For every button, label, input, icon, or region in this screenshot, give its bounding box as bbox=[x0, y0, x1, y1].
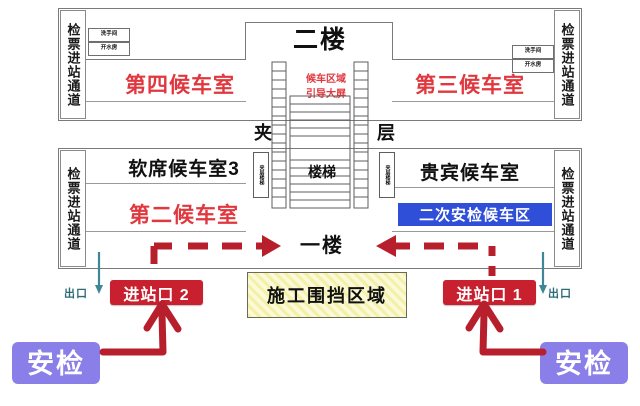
exit-label-right: 出口 bbox=[548, 288, 572, 300]
stair-core-graphic bbox=[271, 61, 369, 209]
room-soft-seat-3: 软席候车室3 bbox=[128, 158, 240, 180]
corridor-bottom-right-label: 检票进站通道 bbox=[559, 166, 575, 251]
wall-under-vip bbox=[392, 187, 554, 188]
room-second-security-zone-wrap: 二次安检候车区 bbox=[398, 203, 552, 226]
mezzanine-stair-right-box: 夹层楼梯 bbox=[379, 152, 395, 198]
mezzanine-stair-left-label: 夹层楼梯 bbox=[258, 165, 265, 185]
corridor-top-right-box: 检票进站通道 bbox=[554, 10, 580, 119]
restroom-top-left: 洗手间 bbox=[88, 28, 130, 42]
guidance-screen-line-2: 引导大屏 bbox=[306, 89, 346, 100]
guidance-screen-line-1: 候车区域 bbox=[306, 74, 346, 85]
mezzanine-stair-left-box: 夹层楼梯 bbox=[253, 152, 269, 198]
room-waiting-3: 第三候车室 bbox=[415, 74, 525, 97]
room-second-security-zone: 二次安检候车区 bbox=[398, 203, 552, 226]
security-check-left[interactable]: 安检 bbox=[12, 342, 100, 384]
wall-under-waiting2 bbox=[86, 231, 246, 232]
corridor-bottom-right-box: 检票进站通道 bbox=[554, 150, 580, 267]
mezzanine-label-right: 层 bbox=[377, 123, 397, 143]
restroom-top-right: 洗手间 bbox=[512, 45, 554, 59]
wall-2f-top-inner-mid bbox=[245, 22, 393, 23]
wall-under-security-zone bbox=[392, 231, 554, 232]
wall-2f-top-inner-left bbox=[86, 59, 246, 60]
corridor-bottom-left-box: 检票进站通道 bbox=[60, 150, 86, 267]
wall-2f-vert-left bbox=[245, 22, 246, 60]
corridor-top-right-label: 检票进站通道 bbox=[559, 22, 575, 107]
flow-arrow-right bbox=[376, 235, 496, 276]
flow-arrow-left bbox=[150, 235, 281, 264]
mezzanine-stair-right-label: 夹层楼梯 bbox=[384, 165, 391, 185]
route-arrow-right-security-to-entrance bbox=[465, 300, 547, 356]
room-waiting-2: 第二候车室 bbox=[129, 204, 239, 227]
entrance-1-chip[interactable]: 进站口 1 bbox=[443, 280, 536, 305]
wall-2f-top-inner-right bbox=[392, 59, 554, 60]
room-waiting-4: 第四候车室 bbox=[125, 74, 235, 97]
security-check-right[interactable]: 安检 bbox=[540, 342, 628, 384]
exit-arrow-left-icon bbox=[95, 252, 103, 294]
exit-label-left: 出口 bbox=[64, 288, 88, 300]
water-room-top-left: 开水房 bbox=[88, 42, 130, 56]
water-room-top-right: 开水房 bbox=[512, 59, 554, 73]
wall-under-waiting4 bbox=[86, 101, 246, 102]
second-floor-block bbox=[58, 8, 582, 121]
first-floor-title: 一楼 bbox=[300, 234, 344, 257]
wall-under-softseat bbox=[86, 183, 246, 184]
entrance-2-chip[interactable]: 进站口 2 bbox=[110, 280, 203, 305]
route-arrow-left-security-to-entrance bbox=[99, 300, 182, 356]
room-vip: 贵宾候车室 bbox=[419, 162, 520, 184]
corridor-top-left-label: 检票进站通道 bbox=[65, 22, 81, 107]
corridor-bottom-left-label: 检票进站通道 bbox=[65, 166, 81, 251]
stairs-label: 楼梯 bbox=[308, 164, 336, 180]
mezzanine-label-left: 夹 bbox=[254, 123, 274, 143]
construction-zone: 施工围挡区域 bbox=[247, 272, 407, 318]
exit-arrow-right-icon bbox=[539, 252, 547, 294]
second-floor-title: 二楼 bbox=[292, 26, 347, 54]
wall-under-waiting3 bbox=[392, 101, 554, 102]
wall-2f-vert-right bbox=[392, 22, 393, 60]
corridor-top-left-box: 检票进站通道 bbox=[60, 10, 86, 119]
guidance-screen-label-block: 候车区域 引导大屏 bbox=[293, 72, 359, 104]
